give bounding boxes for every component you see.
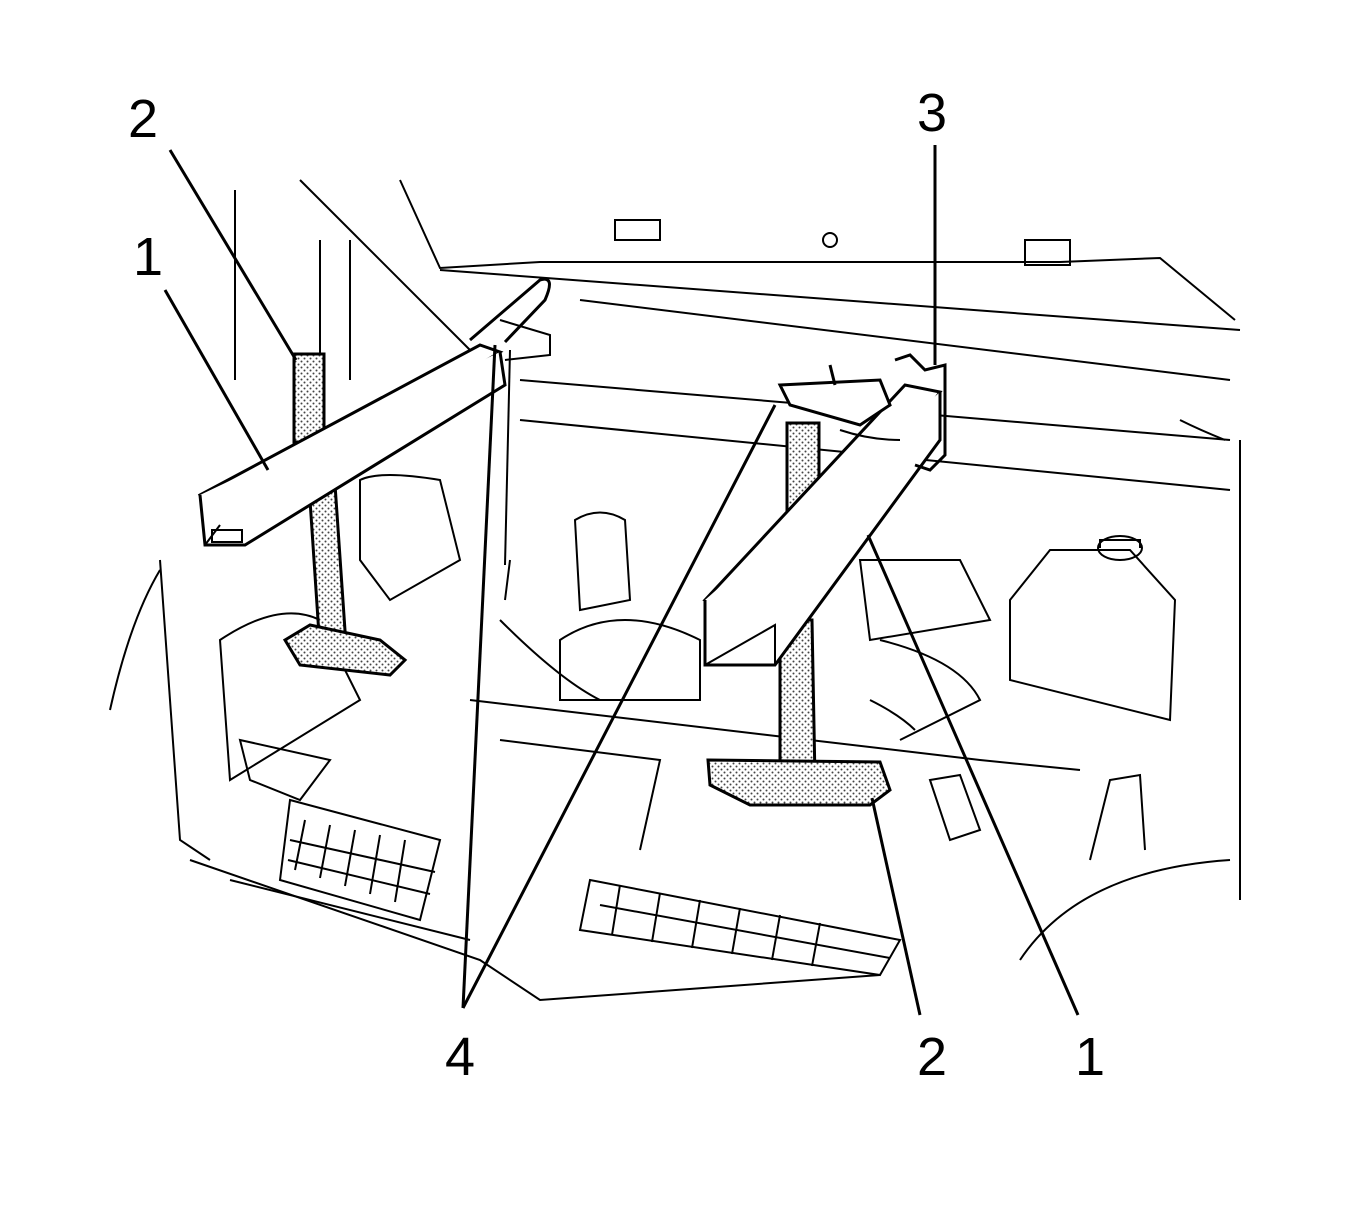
fixture-left (197, 277, 551, 677)
support-foot-left (282, 623, 408, 677)
lift-hook-left (469, 277, 551, 344)
engine-bay-background (109, 179, 1241, 1002)
leader-2-left (168, 149, 298, 361)
callout-leaders (163, 145, 1080, 1016)
leader-4-a (461, 344, 497, 1009)
callout-2-left: 2 (128, 89, 159, 149)
leader-1-left (163, 289, 270, 471)
support-foot-right (706, 758, 892, 807)
grille-right (578, 878, 902, 977)
callout-4: 4 (445, 1027, 476, 1087)
callout-2-right: 2 (917, 1027, 948, 1087)
grille-left (278, 798, 442, 922)
callout-1-left: 1 (133, 227, 164, 287)
lift-hook-right (777, 378, 892, 427)
support-post-left-upper (292, 352, 326, 444)
callout-1-right: 1 (1075, 1027, 1106, 1087)
coolant-reservoir (1009, 535, 1177, 722)
leader-4-b (461, 404, 777, 1009)
leader-1-right (866, 534, 1080, 1016)
leader-2-right (870, 797, 922, 1016)
fixture-right (702, 353, 947, 807)
callout-3: 3 (917, 83, 948, 143)
